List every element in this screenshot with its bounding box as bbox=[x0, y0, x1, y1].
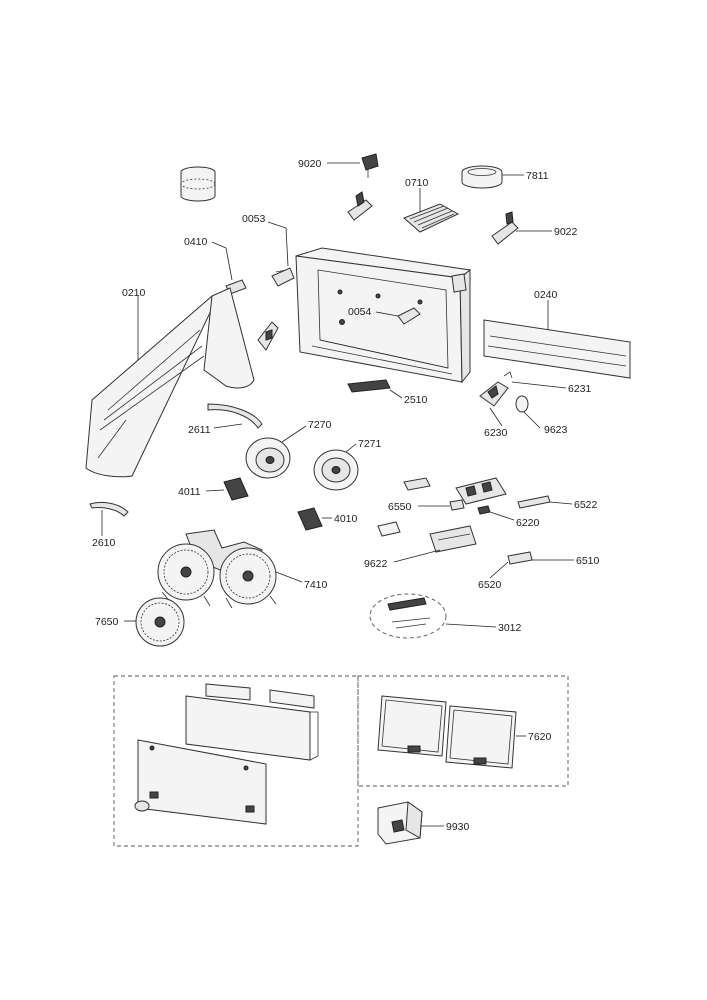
part-6231 bbox=[503, 371, 513, 379]
dashed-box-right bbox=[357, 675, 569, 787]
label-6231: 6231 bbox=[568, 383, 592, 395]
side-bracket bbox=[257, 321, 279, 351]
front-panel-assembly bbox=[134, 683, 319, 825]
label-9020: 9020 bbox=[298, 158, 322, 170]
label-7811: 7811 bbox=[526, 170, 549, 182]
label-0240: 0240 bbox=[534, 289, 558, 301]
part-6510 bbox=[507, 551, 533, 565]
label-7650: 7650 bbox=[95, 616, 119, 628]
part-9623 bbox=[515, 395, 529, 413]
part-9022 bbox=[491, 211, 519, 245]
label-0410: 0410 bbox=[184, 236, 208, 248]
label-2610: 2610 bbox=[92, 537, 116, 549]
part-0710 bbox=[403, 203, 460, 233]
label-0210: 0210 bbox=[122, 287, 146, 299]
label-9623: 9623 bbox=[544, 424, 568, 436]
part-3012 bbox=[369, 593, 447, 639]
part-7410 bbox=[157, 529, 277, 609]
bracket-upper bbox=[347, 191, 373, 221]
part-0210 bbox=[85, 287, 255, 478]
label-4011: 4011 bbox=[178, 486, 201, 498]
label-6220: 6220 bbox=[516, 517, 540, 529]
part-4011 bbox=[223, 477, 249, 501]
part-9622 bbox=[377, 521, 477, 553]
part-6230 bbox=[479, 381, 509, 407]
part-2611 bbox=[207, 403, 263, 429]
label-0054: 0054 bbox=[348, 306, 372, 318]
label-7270: 7270 bbox=[308, 419, 332, 431]
main-housing bbox=[295, 247, 472, 384]
label-7271: 7271 bbox=[358, 438, 382, 450]
part-0054 bbox=[339, 307, 421, 325]
part-9020 bbox=[361, 153, 379, 178]
part-0240 bbox=[483, 319, 631, 379]
part-6220 bbox=[477, 505, 491, 515]
label-6520: 6520 bbox=[478, 579, 502, 591]
part-7620 bbox=[377, 695, 517, 769]
label-4010: 4010 bbox=[334, 513, 358, 525]
chimney-connector-part bbox=[180, 166, 216, 202]
control-board bbox=[455, 477, 507, 505]
label-6230: 6230 bbox=[484, 427, 508, 439]
part-2610 bbox=[89, 501, 129, 517]
label-2510: 2510 bbox=[404, 394, 428, 406]
label-2611: 2611 bbox=[188, 424, 211, 436]
label-9622: 9622 bbox=[364, 558, 388, 570]
label-9022: 9022 bbox=[554, 226, 578, 238]
part-4010 bbox=[297, 507, 323, 531]
label-3012: 3012 bbox=[498, 622, 522, 634]
part-6550 bbox=[403, 477, 465, 511]
part-9930 bbox=[377, 801, 423, 845]
label-9930: 9930 bbox=[446, 821, 470, 833]
label-7410: 7410 bbox=[304, 579, 328, 591]
label-6522: 6522 bbox=[574, 499, 598, 511]
label-0053: 0053 bbox=[242, 213, 266, 225]
label-7620: 7620 bbox=[528, 731, 552, 743]
part-7650 bbox=[135, 597, 185, 647]
part-7270 bbox=[245, 437, 291, 479]
part-2510 bbox=[347, 379, 391, 393]
part-0053 bbox=[271, 267, 295, 287]
label-6550: 6550 bbox=[388, 501, 412, 513]
label-6510: 6510 bbox=[576, 555, 600, 567]
part-7271 bbox=[313, 449, 359, 491]
part-6522 bbox=[517, 495, 551, 509]
part-7811 bbox=[461, 165, 503, 189]
label-0710: 0710 bbox=[405, 177, 429, 189]
